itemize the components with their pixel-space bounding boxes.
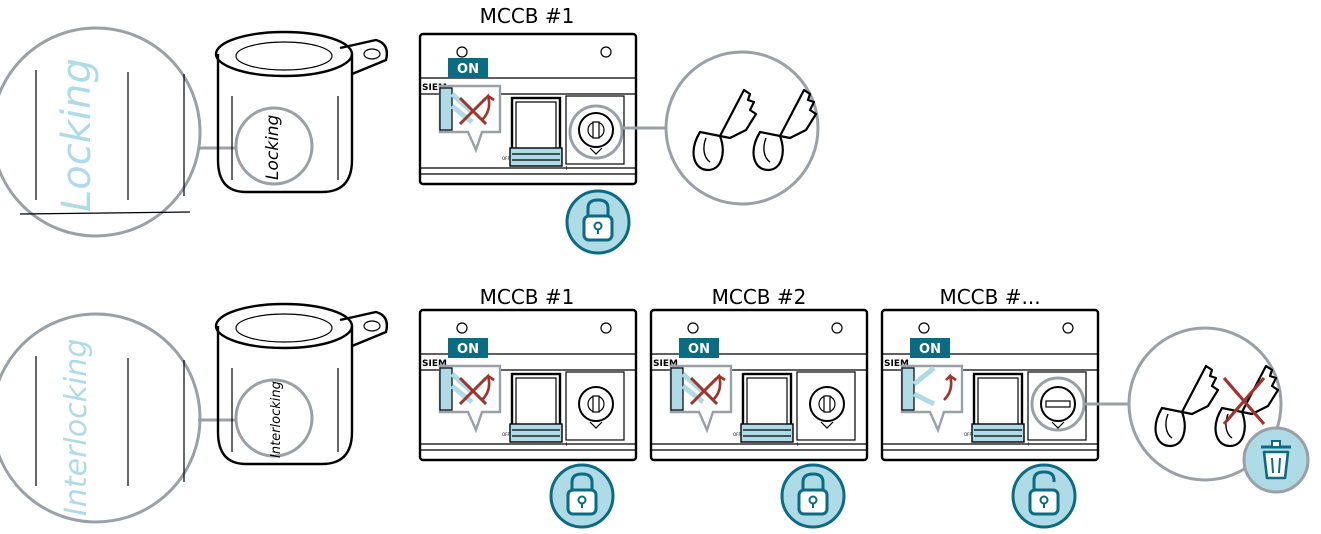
rotate-on-icon: [900, 364, 964, 434]
breaker-title-3: MCCB #2: [711, 285, 807, 309]
locking-lens-word: Locking: [54, 58, 100, 212]
lock-adapter-locking: Locking: [214, 30, 389, 194]
on-badge: ON: [688, 342, 710, 357]
key-cylinder-empty: [1030, 376, 1086, 432]
locking-label-small: Locking: [263, 114, 283, 180]
brand-label: SIEM: [422, 359, 447, 369]
padlock-open-icon: [1011, 463, 1077, 529]
blocked-switch-icon: [669, 364, 733, 434]
keys-lens-row1: [664, 50, 820, 206]
brand-label: SIEM: [422, 83, 447, 93]
on-badge: ON: [919, 342, 941, 357]
trash-icon: [1242, 426, 1310, 494]
breaker-panel-2: ON SIEM: [649, 308, 869, 462]
breaker-title-2: MCCB #1: [479, 285, 575, 309]
magnifier-locking-lens: Locking: [0, 26, 236, 238]
blocked-switch-icon: [438, 84, 502, 154]
on-badge: ON: [457, 62, 479, 77]
breaker-panel-row1: ON SIEM: [418, 32, 638, 186]
interlocking-lens-word: Interlocking: [59, 339, 94, 516]
lock-adapter-interlocking: Interlocking: [214, 302, 389, 466]
magnifier-interlocking-lens: Interlocking: [0, 312, 236, 524]
breaker-title-1: MCCB #1: [479, 4, 575, 28]
key-cylinder: [809, 386, 845, 429]
padlock-closed-icon: [549, 463, 615, 529]
key-crossed-out-icon: [1214, 364, 1280, 448]
interlocking-label-small: Interlocking: [269, 381, 284, 458]
on-badge: ON: [457, 342, 479, 357]
keys-lens-row2: [1127, 326, 1283, 482]
blocked-switch-icon: [438, 364, 502, 434]
padlock-closed-icon: [565, 189, 631, 255]
breaker-panel-3: ON SIEM: [880, 308, 1100, 462]
key-cylinder: [578, 112, 614, 155]
breaker-panel-1: ON SIEM: [418, 308, 638, 462]
padlock-closed-icon: [780, 463, 846, 529]
breaker-title-4: MCCB #...: [939, 285, 1041, 309]
key-cylinder: [578, 386, 614, 429]
brand-label: SIEM: [653, 359, 678, 369]
brand-label: SIEM: [884, 359, 909, 369]
